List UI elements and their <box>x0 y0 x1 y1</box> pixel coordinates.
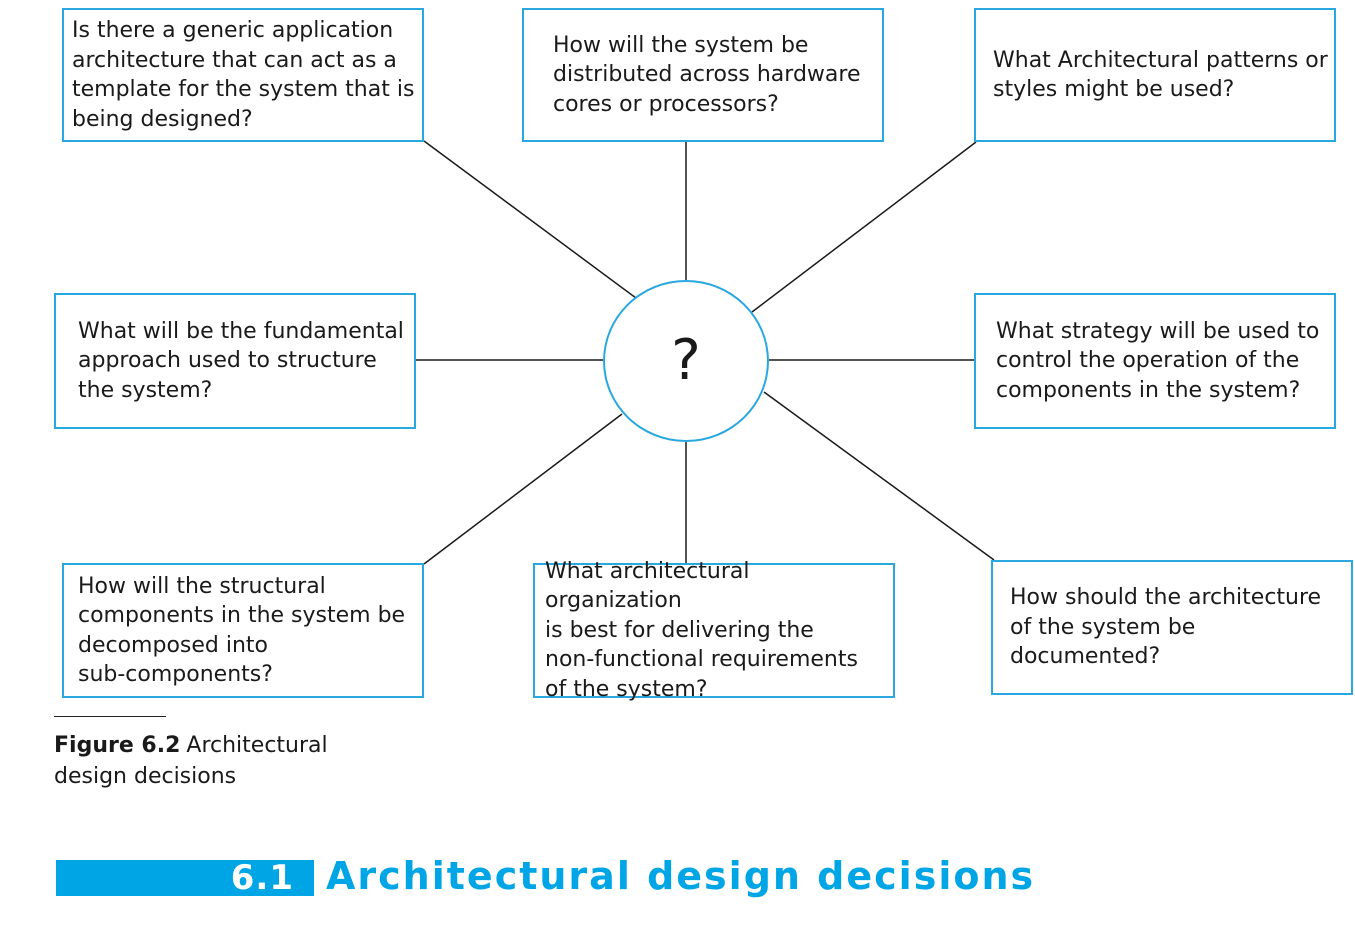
section-heading: Architectural design decisions <box>326 854 1036 898</box>
question-text: What Architectural patterns or styles mi… <box>993 47 1328 103</box>
question-text: How will the structural components in th… <box>78 573 406 688</box>
question-box-documentation: How should the architecture of the syste… <box>991 560 1353 695</box>
question-text: What strategy will be used to control th… <box>996 318 1320 403</box>
caption-rule <box>54 716 166 717</box>
question-text: How should the architecture of the syste… <box>1010 585 1322 670</box>
question-text: What architectural organization is best … <box>545 558 858 702</box>
figure-label: Figure 6.2 <box>54 733 181 758</box>
question-box-control-strategy: What strategy will be used to control th… <box>974 293 1336 429</box>
question-box-decomposition: How will the structural components in th… <box>62 563 424 698</box>
center-question-circle: ? <box>603 280 769 442</box>
question-mark: ? <box>671 328 701 393</box>
connector-bottom-left <box>423 413 623 565</box>
question-text: Is there a generic application architect… <box>72 18 415 132</box>
section-number: 6.1 <box>230 858 294 898</box>
question-box-fundamental-approach: What will be the fundamental approach us… <box>54 293 416 429</box>
question-box-non-functional-requirements: What architectural organization is best … <box>533 559 895 702</box>
question-text: How will the system be distributed acros… <box>553 32 861 117</box>
figure-caption-text: Architectural design decisions <box>54 733 328 789</box>
connector-top-left <box>423 140 637 299</box>
section-number-bar: 6.1 <box>56 858 314 898</box>
question-box-patterns: What Architectural patterns or styles mi… <box>974 8 1336 142</box>
question-text: What will be the fundamental approach us… <box>78 318 404 403</box>
question-box-generic-architecture: Is there a generic application architect… <box>62 8 424 142</box>
connector-top-right <box>751 141 977 313</box>
connector-bottom-right <box>763 391 995 561</box>
question-box-distribution: How will the system be distributed acros… <box>522 8 884 142</box>
